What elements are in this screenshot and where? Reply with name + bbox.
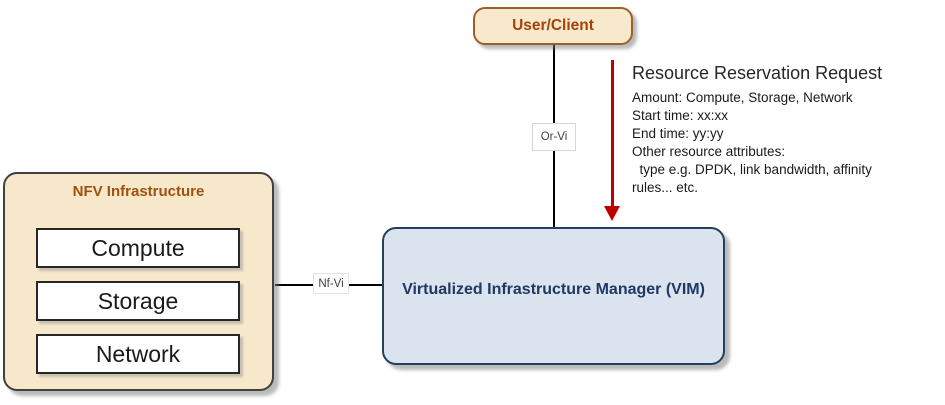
reservation-request-annotation: Resource Reservation Request Amount: Com… [632,60,942,197]
annotation-line-amount: Amount: Compute, Storage, Network [632,90,853,105]
node-vim: Virtualized Infrastructure Manager (VIM) [382,227,725,365]
annotation-line-start-time: Start time: xx:xx [632,108,729,123]
user-client-label: User/Client [512,17,594,34]
node-storage: Storage [36,281,240,321]
network-label: Network [95,340,181,367]
node-user-client: User/Client [473,7,633,45]
storage-label: Storage [97,287,179,314]
compute-label: Compute [91,234,185,261]
annotation-line-type: type e.g. DPDK, link bandwidth, affinity [632,162,872,177]
nf-vi-label: Nf-Vi [313,273,349,294]
vim-label: Virtualized Infrastructure Manager (VIM) [402,281,705,298]
annotation-title: Resource Reservation Request [632,63,883,83]
annotation-line-rules: rules... etc. [632,180,699,195]
annotation-line-end-time: End time: yy:yy [632,126,724,141]
or-vi-label-text: Or-Vi [540,131,568,143]
node-network: Network [36,334,240,374]
reservation-request-arrowhead-icon [604,206,620,221]
annotation-line-other-attributes: Other resource attributes: [632,144,786,159]
or-vi-label: Or-Vi [532,123,576,151]
reservation-request-arrow-line [611,60,614,207]
node-nfv-infrastructure: NFV Infrastructure Compute Storage Netwo… [3,172,274,391]
nf-vi-label-text: Nf-Vi [318,277,344,290]
nfv-infrastructure-title: NFV Infrastructure [72,183,205,200]
node-compute: Compute [36,228,240,268]
